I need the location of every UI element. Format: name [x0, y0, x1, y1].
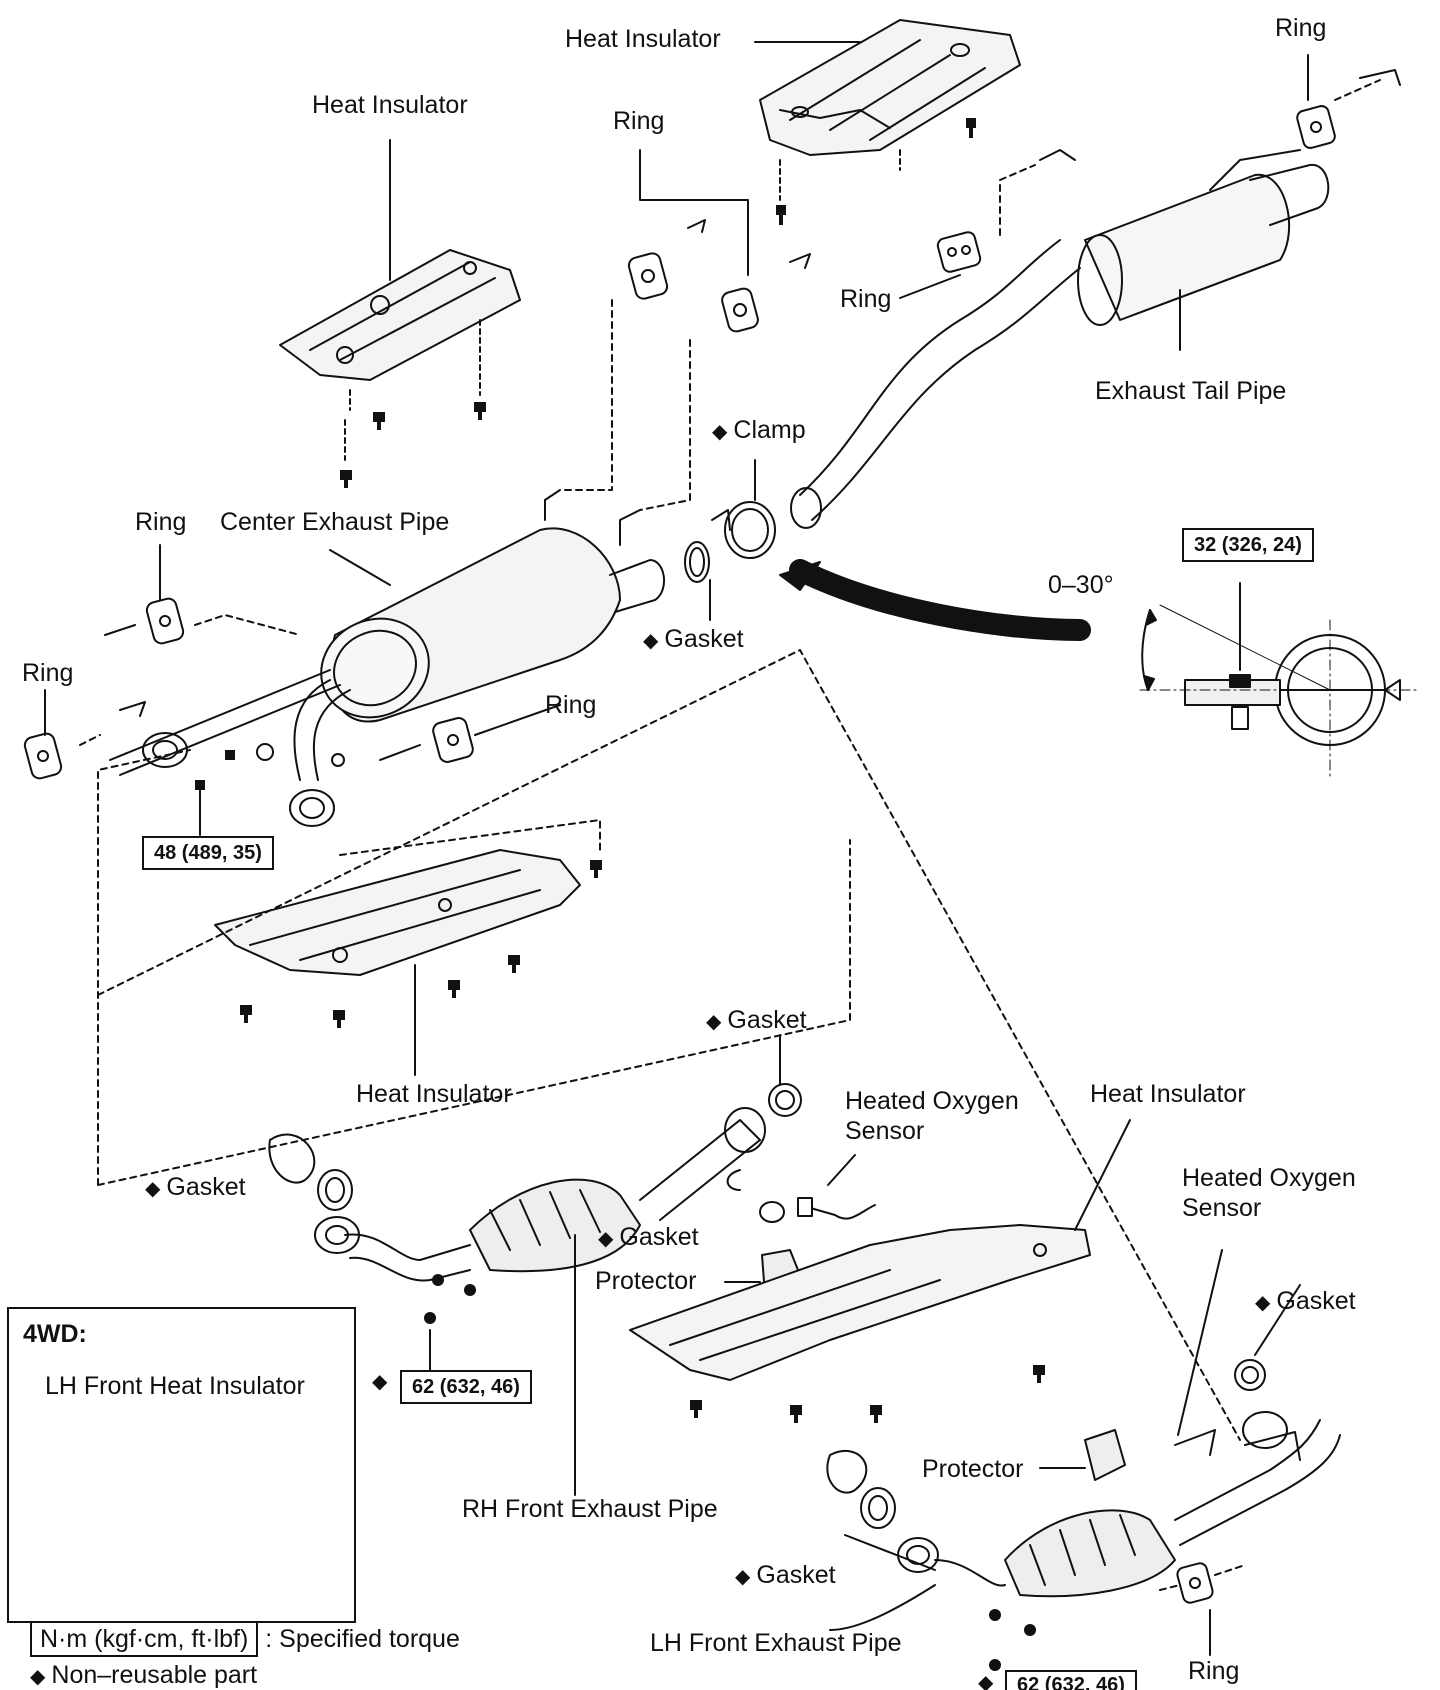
heated-oxygen-sensor-part — [1174, 1429, 1216, 1456]
legend-nonreusable-text: Non–reusable part — [51, 1661, 258, 1689]
torque-lh-front-mark: ◆ — [978, 1668, 993, 1690]
label-heat-insulator-mid: Heat Insulator — [356, 1080, 512, 1108]
bolt — [240, 860, 602, 1028]
label-ring-top-right: Ring — [1275, 14, 1327, 42]
label-heated-oxygen-sensor-2-text: Heated Oxygen Sensor — [1182, 1164, 1356, 1222]
clamp-part — [711, 459, 776, 559]
clamp-angle-detail — [1139, 582, 1421, 781]
torque-rh-front: 62 (632, 46) — [400, 1370, 532, 1404]
label-angle: 0–30° — [1048, 571, 1114, 599]
bolt — [690, 1365, 1045, 1423]
rubber-ring — [627, 252, 759, 333]
label-heat-insulator-top: Heat Insulator — [565, 25, 721, 53]
label-ring-mid-right: Ring — [840, 285, 892, 313]
label-rh-front-exhaust-pipe: RH Front Exhaust Pipe — [462, 1495, 718, 1523]
torque-lh-front: 62 (632, 46) — [1005, 1670, 1137, 1690]
torque-rh-front-mark: ◆ — [372, 1367, 387, 1397]
bolt — [340, 402, 486, 488]
non-reusable-mark: ◆ — [372, 1371, 388, 1393]
label-exhaust-tail-pipe: Exhaust Tail Pipe — [1095, 377, 1287, 405]
label-ring-center-right: Ring — [545, 691, 597, 719]
torque-clamp: 32 (326, 24) — [1182, 528, 1314, 562]
label-ring-upper-mid: Ring — [613, 107, 665, 135]
label-heated-oxygen-sensor-1: Heated Oxygen Sensor — [845, 1086, 1019, 1146]
lh-front-exhaust-pipe-part — [826, 1411, 1341, 1598]
label-heat-insulator-left: Heat Insulator — [312, 91, 468, 119]
label-heat-insulator-right: Heat Insulator — [1090, 1080, 1246, 1108]
heat-insulator-middle-part — [214, 849, 581, 1076]
label-gasket-mid-right: ◆Gasket — [706, 1006, 807, 1034]
bolt — [776, 118, 976, 225]
rubber-ring — [23, 597, 474, 780]
label-gasket-lower: ◆Gasket — [735, 1561, 836, 1589]
gasket-part — [1234, 1359, 1266, 1391]
non-reusable-mark: ◆ — [1255, 1292, 1271, 1314]
label-center-exhaust-pipe: Center Exhaust Pipe — [220, 508, 450, 536]
label-heated-oxygen-sensor-2: Heated Oxygen Sensor — [1182, 1163, 1356, 1223]
rubber-ring — [1176, 1562, 1214, 1604]
label-ring-left: Ring — [135, 508, 187, 536]
inset-label: LH Front Heat Insulator — [45, 1372, 305, 1400]
rh-front-exhaust-pipe-part — [268, 1107, 766, 1282]
label-protector-2: Protector — [922, 1455, 1024, 1483]
label-ring-far-left: Ring — [22, 659, 74, 687]
non-reusable-mark: ◆ — [712, 421, 728, 443]
heat-insulator-right-part — [629, 1119, 1131, 1381]
exhaust-tail-pipe-part — [790, 149, 1330, 529]
label-ring-bottom: Ring — [1188, 1657, 1240, 1685]
non-reusable-mark: ◆ — [30, 1666, 46, 1688]
torque-center-flange: 48 (489, 35) — [142, 836, 274, 870]
legend-torque-key: N·m (kgf·cm, ft·lbf) — [30, 1621, 259, 1657]
heat-insulator-left-part — [279, 139, 521, 411]
non-reusable-mark: ◆ — [145, 1178, 161, 1200]
rubber-ring — [936, 105, 1336, 273]
label-heated-oxygen-sensor-1-text: Heated Oxygen Sensor — [845, 1087, 1019, 1145]
label-gasket-right: ◆Gasket — [1255, 1287, 1356, 1315]
legend-torque: N·m (kgf·cm, ft·lbf) : Specified torque — [30, 1621, 460, 1657]
label-protector-1: Protector — [595, 1267, 697, 1295]
non-reusable-mark: ◆ — [598, 1228, 614, 1250]
center-exhaust-pipe-part — [109, 489, 665, 781]
inset-4wd: 4WD: LH Front Heat Insulator — [7, 1307, 356, 1623]
protector-part — [1084, 1429, 1126, 1481]
label-gasket-left: ◆Gasket — [145, 1173, 246, 1201]
gasket-part — [768, 1083, 802, 1117]
non-reusable-mark: ◆ — [978, 1672, 994, 1690]
heated-oxygen-sensor-part — [759, 1197, 876, 1223]
heat-insulator-top-part — [759, 19, 1021, 201]
label-gasket-sensor: ◆Gasket — [598, 1223, 699, 1251]
label-clamp: ◆Clamp — [712, 416, 806, 444]
label-gasket-center: ◆Gasket — [643, 625, 744, 653]
gasket-part — [684, 541, 711, 621]
inset-title: 4WD: — [23, 1320, 87, 1348]
non-reusable-mark: ◆ — [706, 1011, 722, 1033]
legend-nonreusable: ◆Non–reusable part — [30, 1660, 257, 1690]
label-lh-front-exhaust-pipe: LH Front Exhaust Pipe — [650, 1629, 902, 1657]
non-reusable-mark: ◆ — [643, 630, 659, 652]
legend-torque-desc: : Specified torque — [265, 1625, 460, 1653]
non-reusable-mark: ◆ — [735, 1566, 751, 1588]
